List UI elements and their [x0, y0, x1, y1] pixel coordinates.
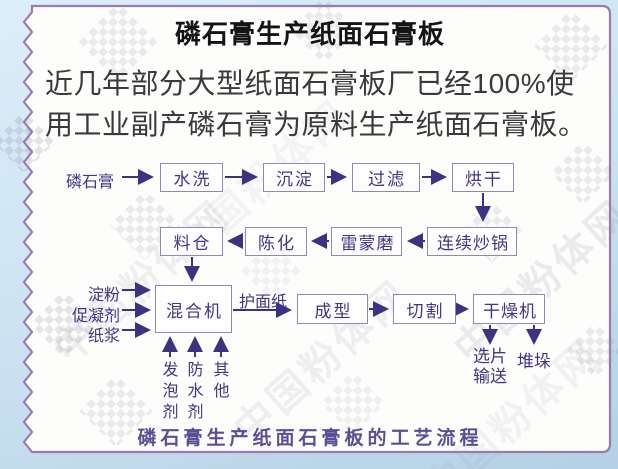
- flow-box-aging: 陈化: [245, 227, 307, 256]
- flow-box-wash: 水洗: [160, 163, 223, 192]
- intro-line-2: 用工业副产磷石膏为原料生产纸面石膏板。: [45, 109, 587, 140]
- flow-label-waterproof-agent: 防水剂: [187, 362, 204, 421]
- flow-box-forming: 成型: [297, 294, 368, 324]
- flow-label-other: 其他: [213, 362, 230, 400]
- flow-label-stacking: 堆垛: [517, 352, 551, 371]
- flow-box-dryer: 干燥机: [473, 294, 545, 324]
- flow-box-settle: 沉淀: [263, 163, 325, 192]
- flow-box-silo: 料仓: [160, 227, 223, 256]
- flow-label-source: 磷石膏: [66, 174, 115, 191]
- flow-box-filter: 过滤: [352, 163, 420, 192]
- flow-label-coagulant: 促凝剂: [71, 308, 120, 325]
- flow-label-pulp: 纸浆: [87, 328, 120, 345]
- flow-box-mill: 雷蒙磨: [331, 227, 402, 256]
- flowchart-caption: 磷石膏生产纸面石膏板的工艺流程: [137, 428, 483, 449]
- flow-box-cutting: 切割: [393, 294, 456, 324]
- page-title: 磷石膏生产纸面石膏板: [174, 19, 445, 49]
- flow-box-dry: 烘干: [452, 163, 514, 192]
- flow-label-facing-paper: 护面纸: [239, 294, 288, 311]
- flow-label-sorting-convey: 选片 输送: [473, 347, 507, 386]
- flow-label-starch: 淀粉: [87, 287, 120, 304]
- flow-box-fry-pan: 连续炒锅: [427, 227, 517, 256]
- flow-box-mixer: 混合机: [155, 285, 232, 333]
- intro-paragraph: 近几年部分大型纸面石膏板厂已经100%使 用工业副产磷石膏为原料生产纸面石膏板。: [45, 63, 601, 145]
- intro-line-1: 近几年部分大型纸面石膏板厂已经100%使: [45, 68, 575, 99]
- flow-label-foaming-agent: 发泡剂: [162, 362, 179, 421]
